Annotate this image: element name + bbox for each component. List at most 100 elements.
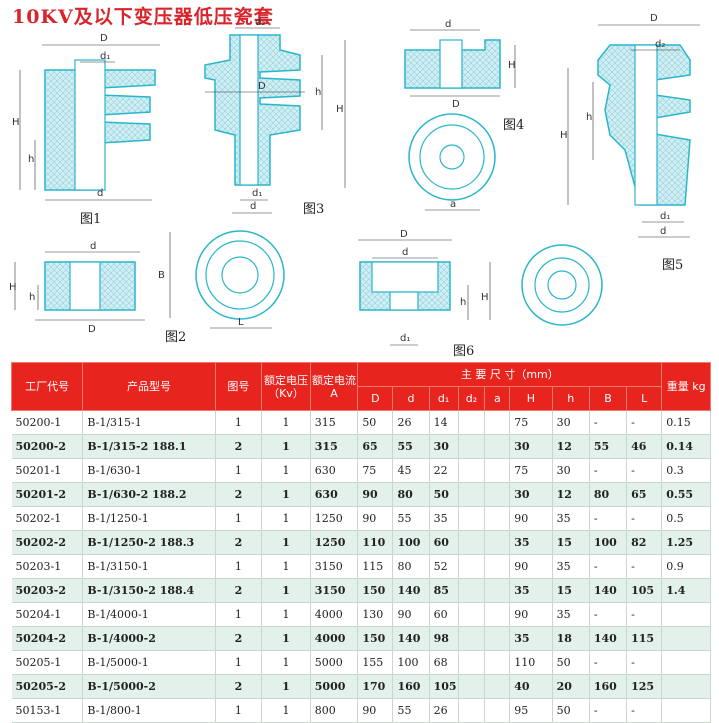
dim-label-d2-fig5: d₂: [655, 39, 665, 50]
cell-weight: [661, 674, 711, 699]
cell-L: -: [626, 698, 663, 723]
cell-model: B-1/4000-2: [82, 626, 216, 651]
cell-H: 90: [509, 602, 553, 627]
cell-h: 30: [552, 410, 590, 435]
cell-h: 15: [552, 578, 590, 603]
cell-model: B-1/5000-2: [82, 674, 216, 699]
cell-weight: 0.5: [661, 506, 711, 531]
cell-a: [484, 698, 511, 723]
cell-factory-code: 50201-2: [11, 482, 84, 507]
dim-label-d-fig3: d: [250, 201, 256, 212]
cell-model: B-1/1250-1: [82, 506, 216, 531]
cell-rated-current: 4000: [310, 626, 359, 651]
cell-H: 35: [509, 578, 553, 603]
header-model: 产品型号: [82, 362, 216, 411]
cell-h: 35: [552, 554, 590, 579]
cell-a: [484, 554, 511, 579]
cell-d1: 14: [429, 410, 459, 435]
cell-figure-no: 1: [215, 650, 263, 675]
dim-label-d1-fig5: d₁: [660, 211, 670, 222]
cell-B: 55: [589, 434, 628, 459]
cell-L: 82: [626, 530, 663, 555]
cell-rated-current: 1250: [310, 530, 359, 555]
dim-label-H-fig5: H: [560, 130, 568, 141]
header-dim: h: [551, 386, 590, 411]
dim-label-d1-fig6: d₁: [400, 333, 410, 344]
cell-d2: [458, 506, 486, 531]
cell-rated-voltage: 1: [261, 530, 311, 555]
cell-factory-code: 50153-1: [11, 698, 84, 723]
cell-B: 140: [589, 578, 628, 603]
cell-a: [484, 578, 511, 603]
cell-d2: [458, 674, 486, 699]
dim-label-h-fig5: h: [586, 112, 592, 123]
dim-label-d-fig4: d: [445, 19, 451, 30]
cell-h: 35: [552, 506, 590, 531]
cell-D: 75: [357, 458, 394, 483]
cell-L: -: [626, 650, 663, 675]
dim-label-d2-fig3: d₂: [255, 17, 265, 28]
cell-d2: [458, 434, 486, 459]
header-dim: B: [588, 386, 628, 411]
cell-rated-current: 5000: [310, 650, 359, 675]
cell-h: 50: [552, 650, 590, 675]
cell-d1: 52: [429, 554, 459, 579]
figure-2-label: 图2: [165, 330, 187, 345]
cell-rated-current: 800: [310, 698, 359, 723]
dim-label-H-fig3: H: [336, 104, 344, 115]
cell-rated-voltage: 1: [261, 698, 311, 723]
figure-3-drawing: d₂ D H h d₁ d: [204, 17, 346, 214]
cell-h: 35: [552, 602, 590, 627]
cell-H: 90: [509, 554, 553, 579]
cell-d2: [458, 410, 486, 435]
cell-d: 90: [392, 602, 430, 627]
cell-h: 30: [552, 458, 590, 483]
cell-d1: 85: [429, 578, 459, 603]
cell-h: 12: [552, 482, 590, 507]
cell-d1: 22: [429, 458, 459, 483]
cell-a: [484, 674, 511, 699]
figure-5-drawing: D d₂ H h d₁ d: [560, 13, 700, 238]
cell-d: 26: [392, 410, 430, 435]
cell-figure-no: 2: [215, 578, 263, 603]
cell-weight: [661, 650, 711, 675]
cell-d1: 60: [429, 602, 459, 627]
dim-label-L: L: [238, 317, 244, 328]
cell-H: 35: [509, 626, 553, 651]
cell-rated-current: 630: [310, 458, 359, 483]
cell-L: 105: [626, 578, 663, 603]
cell-weight: 0.55: [661, 482, 711, 507]
cell-factory-code: 50200-1: [11, 410, 84, 435]
cell-d1: 105: [429, 674, 459, 699]
cell-a: [484, 410, 511, 435]
cell-rated-voltage: 1: [261, 434, 311, 459]
cell-model: B-1/4000-1: [82, 602, 216, 627]
cell-H: 110: [509, 650, 553, 675]
cell-a: [484, 530, 511, 555]
dim-label-h-fig3: h: [315, 87, 321, 98]
cell-B: -: [589, 602, 628, 627]
cell-B: -: [589, 506, 628, 531]
cell-a: [484, 650, 511, 675]
header-dim: d₁: [428, 386, 459, 411]
cell-L: -: [626, 554, 663, 579]
header-dim: L: [626, 386, 663, 411]
cell-rated-voltage: 1: [261, 602, 311, 627]
cell-B: 160: [589, 674, 628, 699]
header-main-dims: 主 要 尺 寸（mm）: [357, 362, 663, 387]
cell-B: -: [589, 698, 628, 723]
cell-factory-code: 50203-1: [11, 554, 84, 579]
cell-d: 80: [392, 554, 430, 579]
cell-figure-no: 1: [215, 554, 263, 579]
cell-L: 65: [626, 482, 663, 507]
cell-a: [484, 434, 511, 459]
figure-1-label: 图1: [80, 212, 102, 227]
cell-figure-no: 1: [215, 506, 263, 531]
spec-table: 工厂代号 产品型号 图号 额定电压（Kv） 额定电流 A 主 要 尺 寸（mm）…: [10, 362, 711, 723]
